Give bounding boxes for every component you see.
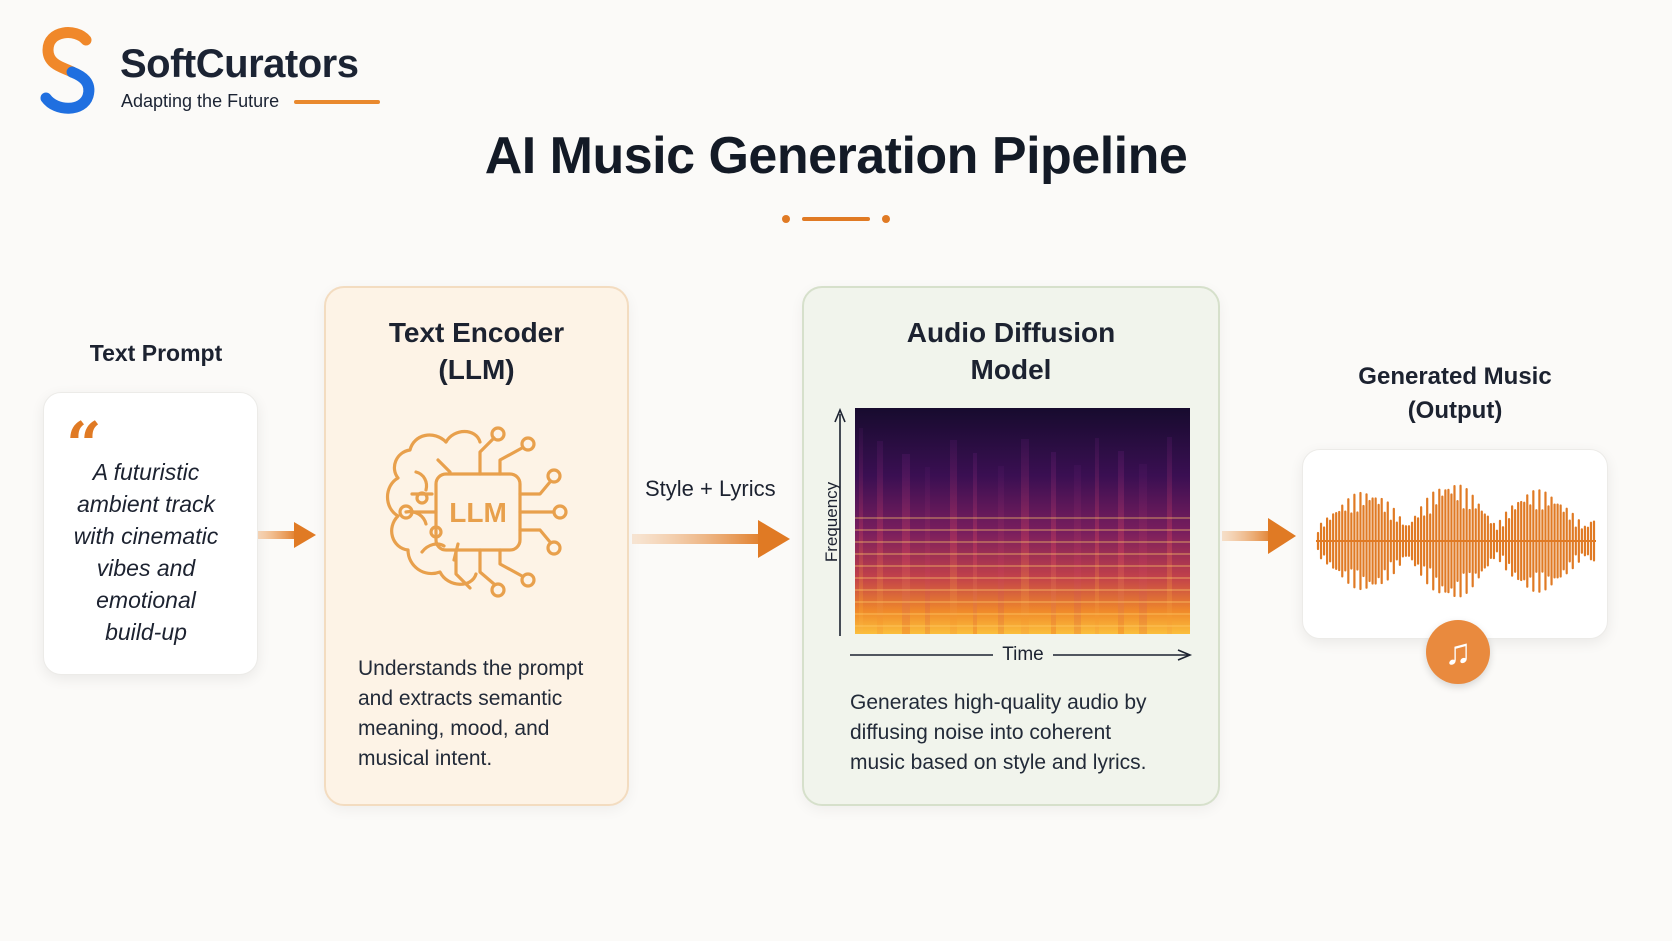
encoder-title-line: Text Encoder <box>388 317 565 348</box>
spectrogram-column <box>1021 439 1029 634</box>
quote-icon: “ <box>66 408 102 481</box>
music-note-icon[interactable]: ♫ <box>1426 620 1490 684</box>
prompt-line: ambient track <box>76 491 216 517</box>
spectrogram-column <box>1139 464 1147 634</box>
text-encoder-description: Understands the prompt and extracts sema… <box>358 654 618 774</box>
prompt-line: build-up <box>105 619 187 645</box>
diffusion-desc-line: music based on style and lyrics. <box>850 751 1147 774</box>
spectrogram-column <box>950 440 957 634</box>
spectrogram-column <box>1051 452 1056 634</box>
prompt-heading: Text Prompt <box>89 340 223 366</box>
softcurators-logo-icon <box>40 27 95 114</box>
spectrogram-image <box>855 408 1190 634</box>
arrow-right-icon <box>258 522 316 548</box>
prompt-line: with cinematic <box>73 523 219 549</box>
encoder-desc-line: meaning, mood, and <box>358 717 550 740</box>
text-encoder-title: Text Encoder (LLM) <box>324 314 629 388</box>
spectrogram-column <box>1074 465 1081 634</box>
encoder-desc-line: Understands the prompt <box>358 657 584 680</box>
llm-chip-label: LLM <box>449 497 507 528</box>
diffusion-desc-line: diffusing noise into coherent <box>850 721 1112 744</box>
frequency-axis <box>834 408 846 636</box>
output-heading: Generated Music (Output) <box>1300 360 1610 428</box>
audio-diffusion-title: Audio Diffusion Model <box>802 314 1220 388</box>
output-heading-line: (Output) <box>1407 397 1503 424</box>
frequency-axis-label: Frequency <box>822 481 841 563</box>
spectrogram-column <box>998 466 1004 634</box>
prompt-text: A futuristic ambient track with cinemati… <box>58 456 234 648</box>
brain-chip-icon: LLM <box>385 426 568 598</box>
diffusion-title-line: Model <box>970 354 1052 385</box>
spectrogram-column <box>925 467 930 634</box>
prompt-card <box>43 392 258 675</box>
prompt-line: emotional <box>96 587 196 613</box>
spectrogram-column <box>859 428 863 634</box>
spectrogram-column <box>1095 438 1099 634</box>
spectrogram-column <box>902 454 910 634</box>
audio-diffusion-description: Generates high-quality audio by diffusin… <box>850 688 1180 778</box>
encoder-title-line: (LLM) <box>438 354 515 385</box>
text-encoder-card <box>324 286 629 806</box>
spectrogram-column <box>973 453 977 634</box>
tagline-underline <box>294 100 380 104</box>
diffusion-desc-line: Generates high-quality audio by <box>850 691 1147 714</box>
spectrogram-column <box>877 441 883 634</box>
style-lyrics-label: Style + Lyrics <box>645 476 776 501</box>
brand-tagline: Adapting the Future <box>121 91 280 111</box>
audio-waveform-icon <box>1316 484 1596 598</box>
prompt-line: A futuristic <box>92 459 200 485</box>
page-title: AI Music Generation Pipeline <box>484 127 1188 185</box>
spectrogram-column <box>1167 437 1172 634</box>
diffusion-title-line: Audio Diffusion <box>906 317 1116 348</box>
spectrogram-column <box>1118 451 1124 634</box>
output-heading-line: Generated Music <box>1358 363 1552 390</box>
encoder-desc-line: and extracts semantic <box>358 687 563 710</box>
arrow-right-icon <box>1222 518 1296 554</box>
title-divider <box>782 215 890 223</box>
brand-name: SoftCurators <box>120 42 359 86</box>
arrow-right-icon <box>632 520 790 558</box>
prompt-line: vibes and <box>96 555 196 581</box>
time-axis-label: Time <box>993 644 1053 666</box>
encoder-desc-line: musical intent. <box>358 747 493 770</box>
